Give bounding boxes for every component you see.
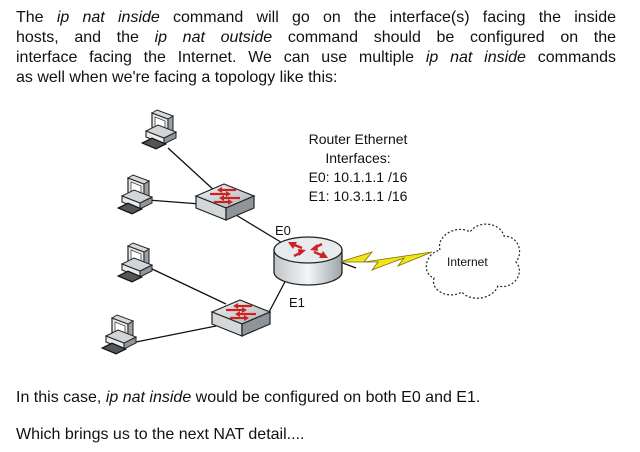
internet-label: Internet xyxy=(447,255,488,269)
pc-icon xyxy=(101,314,137,355)
intro-text: The xyxy=(16,9,57,26)
intro-text: hosts, and the xyxy=(16,29,155,46)
pc-icon xyxy=(117,174,153,215)
intro-text: command will go on the interface(s) faci… xyxy=(159,9,617,26)
internet-cloud-icon xyxy=(425,223,521,299)
router-info-line: Router Ethernet xyxy=(308,131,408,147)
conclusion-text: In this case, xyxy=(16,389,106,406)
intro-text: command should be configured on the xyxy=(272,29,617,46)
network-links xyxy=(135,147,357,343)
router-icon xyxy=(273,236,343,286)
intro-text: interface facing the Internet. We can us… xyxy=(16,49,426,66)
intro-text: as well when we're facing a topology lik… xyxy=(16,69,338,86)
pc-icon xyxy=(117,242,153,283)
command-ip-nat-outside: ip nat outside xyxy=(154,29,273,46)
intro-text: commands xyxy=(525,49,617,66)
interface-e1-label: E1 xyxy=(289,295,305,310)
intro-line-3: interface facing the Internet. We can us… xyxy=(16,48,616,68)
command-ip-nat-inside: ip nat inside xyxy=(425,49,526,66)
next-topic-paragraph: Which brings us to the next NAT detail..… xyxy=(16,426,305,443)
conclusion-text: would be configured on both E0 and E1. xyxy=(191,389,481,406)
intro-line-4: as well when we're facing a topology lik… xyxy=(16,68,616,88)
switch-icon-bottom xyxy=(210,298,272,338)
intro-line-1: The ip nat inside command will go on the… xyxy=(16,8,616,28)
wan-link-lightning-icon xyxy=(339,251,433,271)
intro-paragraph: The ip nat inside command will go on the… xyxy=(16,8,616,88)
conclusion-paragraph: In this case, ip nat inside would be con… xyxy=(16,388,616,408)
interface-e0-label: E0 xyxy=(275,223,291,238)
router-info-line: E0: 10.1.1.1 /16 xyxy=(308,169,408,185)
intro-line-2: hosts, and the ip nat outside command sh… xyxy=(16,28,616,48)
router-info-line: E1: 10.3.1.1 /16 xyxy=(308,188,408,204)
command-ip-nat-inside: ip nat inside xyxy=(105,389,192,406)
router-interfaces-label: Router Ethernet Interfaces: E0: 10.1.1.1… xyxy=(288,130,428,206)
switch-icon-top xyxy=(194,182,256,222)
pc-icon xyxy=(141,109,177,150)
command-ip-nat-inside: ip nat inside xyxy=(56,9,160,26)
router-info-line: Interfaces: xyxy=(325,150,391,166)
